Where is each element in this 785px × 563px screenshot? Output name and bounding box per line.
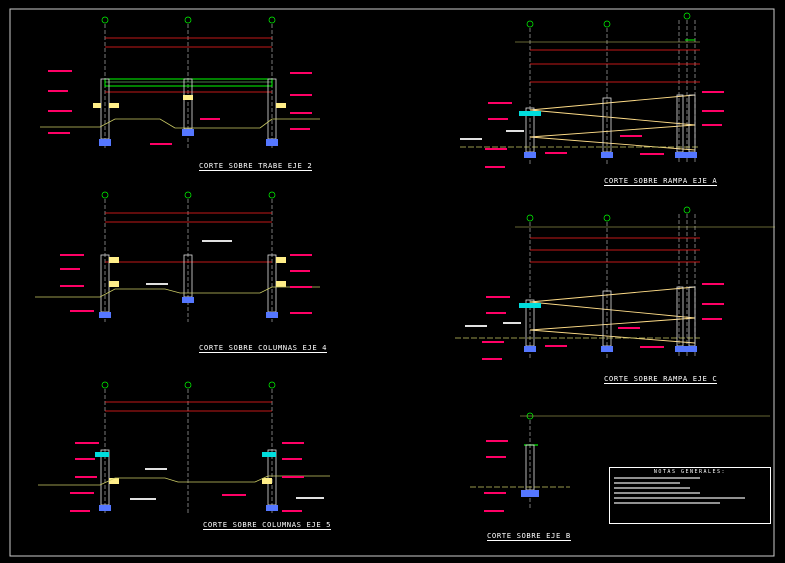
section-rampa-eje-c <box>455 206 775 360</box>
title-columnas-eje-4: CORTE SOBRE COLUMNAS EJE 4 <box>199 343 328 353</box>
section-columnas-eje-5 <box>38 381 330 513</box>
title-eje-b: CORTE SOBRE EJE B <box>487 531 571 541</box>
section-trabe-eje-2 <box>40 16 320 150</box>
section-rampa-eje-a <box>460 12 724 168</box>
notes-title: NOTAS GENERALES: <box>653 469 727 475</box>
section-eje-b <box>470 412 770 512</box>
sheet-frame <box>9 8 775 557</box>
title-columnas-eje-5: CORTE SOBRE COLUMNAS EJE 5 <box>203 520 332 530</box>
notes-lines <box>614 477 745 504</box>
section-columnas-eje-4 <box>35 191 320 322</box>
notes-box: NOTAS GENERALES: <box>609 467 771 524</box>
title-rampa-eje-a: CORTE SOBRE RAMPA EJE A <box>604 176 718 186</box>
title-trabe-eje-2: CORTE SOBRE TRABE EJE 2 <box>199 161 313 171</box>
title-rampa-eje-c: CORTE SOBRE RAMPA EJE C <box>604 374 718 384</box>
